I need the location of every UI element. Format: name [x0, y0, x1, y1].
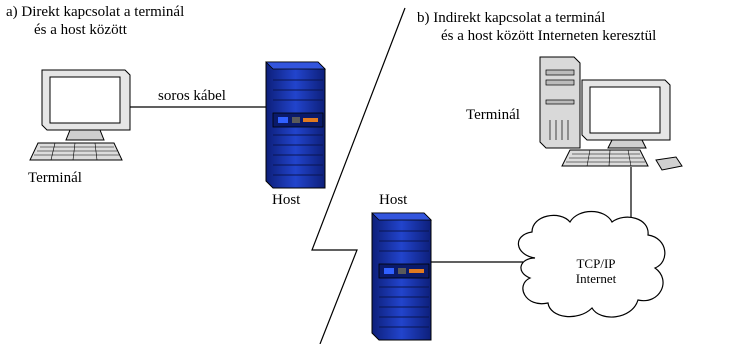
- panel-divider-line: [311, 7, 406, 344]
- terminal-a-icon: [29, 69, 131, 161]
- terminal-a-label: Terminál: [28, 170, 82, 186]
- cloud-label-tcpip: TCP/IP: [576, 256, 616, 271]
- host-a-label: Host: [272, 192, 301, 208]
- panel-b-title-line1: b) Indirekt kapcsolat a terminál: [417, 10, 606, 26]
- panel-b-title-line2: és a host között Interneten keresztül: [441, 28, 657, 44]
- serial-cable-label: soros kábel: [158, 88, 226, 104]
- internet-cloud-shape: [517, 210, 666, 318]
- panel-a-title-line2: és a host között: [34, 22, 127, 38]
- host-a-server-icon: [265, 61, 326, 189]
- panel-a-title-line1: a) Direkt kapcsolat a terminál: [6, 4, 185, 20]
- host-b-label: Host: [379, 192, 408, 208]
- terminal-b-label: Terminál: [466, 107, 520, 123]
- host-b-server-icon: [371, 212, 432, 341]
- terminal-b-icon: [539, 56, 683, 171]
- cloud-label-internet: Internet: [575, 271, 617, 286]
